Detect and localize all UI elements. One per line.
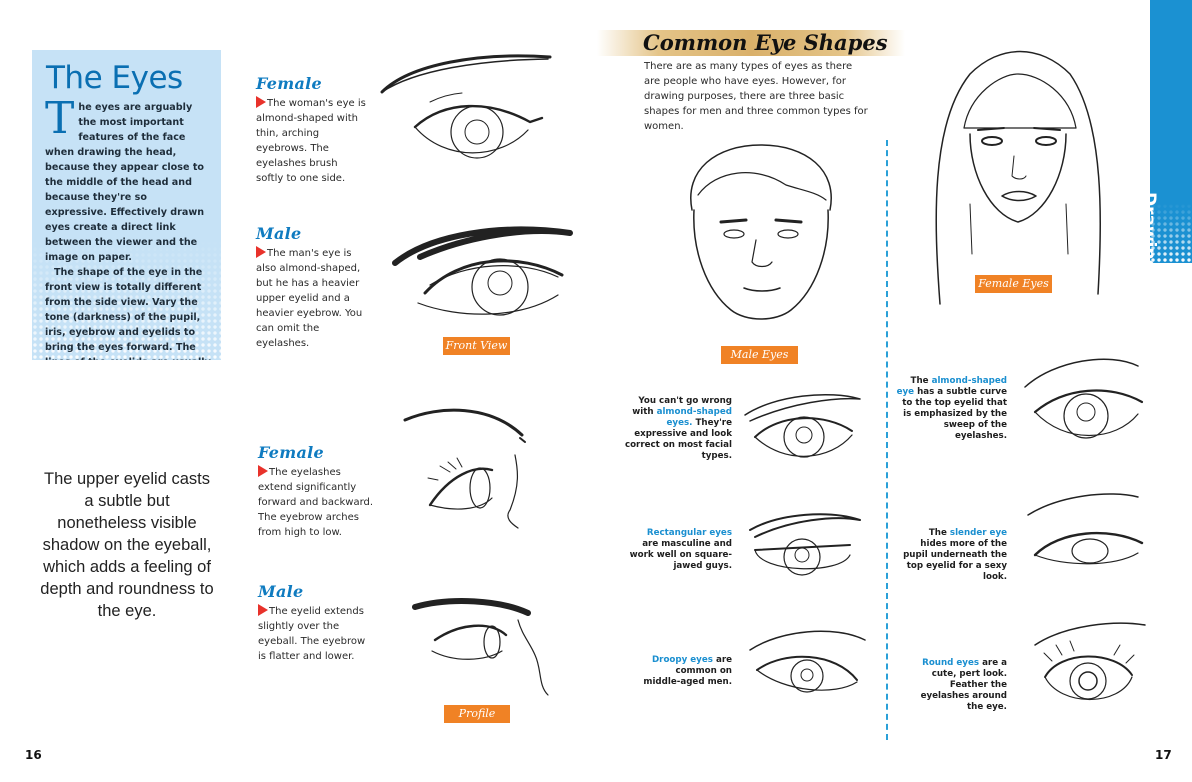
page-number-left: 16 (25, 748, 42, 762)
male-head-sketch (690, 144, 832, 320)
male-front-eye-sketch (392, 226, 573, 316)
female-eyes-tag: Female Eyes (975, 275, 1052, 293)
front-male-heading: Male (256, 224, 302, 243)
chapter-side-tab: Drawing the Head (1150, 0, 1192, 263)
profile-male-text: The eyelid extends slightly over the eye… (258, 604, 366, 662)
profile-female-text: The eyelashes extend significantly forwa… (258, 465, 374, 538)
almond-female-eye-sketch (1024, 358, 1144, 439)
male-profile-eye-sketch (412, 598, 549, 696)
note-rectangular: Rectangular eyes are masculine and work … (629, 528, 732, 571)
note-slender: The slender eye hides more of the pupil … (903, 528, 1007, 582)
front-female-heading: Female (256, 74, 323, 93)
note-almond-male: You can't go wrong with almond-shaped ey… (624, 396, 732, 461)
bullet-triangle-icon (258, 604, 268, 616)
bullet-triangle-icon (256, 246, 266, 258)
front-male-text: The man's eye is also almond-shaped, but… (256, 246, 363, 349)
male-eyes-tag: Male Eyes (721, 346, 798, 364)
halftone-pattern (32, 240, 221, 360)
halftone-pattern (1150, 203, 1192, 263)
slender-eye-sketch (1027, 493, 1144, 565)
round-eye-sketch (1034, 622, 1146, 701)
intro-paragraph-2: The shape of the eye in the front view i… (45, 267, 211, 360)
page-title: The Eyes (46, 60, 183, 96)
common-eye-shapes-heading: Common Eye Shapes (597, 30, 905, 56)
rectangular-eye-sketch (749, 513, 861, 576)
page-number-right: 17 (1155, 748, 1172, 762)
profile-tag: Profile (444, 705, 510, 723)
chapter-title: Drawing the Head (1150, 192, 1159, 263)
note-droopy: Droopy eyes are common on middle-aged me… (643, 655, 732, 687)
front-view-tag: Front View (443, 337, 510, 355)
note-almond-female: The almond-shaped eye has a subtle curve… (896, 376, 1007, 441)
profile-female-heading: Female (258, 443, 325, 462)
female-front-eye-sketch (380, 54, 552, 159)
droopy-eye-sketch (749, 630, 866, 693)
column-divider (886, 140, 888, 740)
front-female-text: The woman's eye is almond-shaped with th… (256, 96, 366, 184)
intro-paragraph-1: he eyes are arguably the most important … (45, 102, 205, 263)
common-intro-text: There are as many types of eyes as there… (644, 61, 868, 132)
bullet-triangle-icon (258, 465, 268, 477)
almond-male-eye-sketch (744, 393, 861, 458)
bullet-triangle-icon (256, 96, 266, 108)
female-head-sketch (935, 50, 1102, 305)
shadow-caption: The upper eyelid casts a subtle but none… (40, 470, 214, 620)
drop-cap: T (45, 93, 75, 144)
profile-male-heading: Male (258, 582, 304, 601)
note-round: Round eyes are a cute, pert look. Feathe… (920, 658, 1007, 712)
female-profile-eye-sketch (403, 408, 526, 529)
